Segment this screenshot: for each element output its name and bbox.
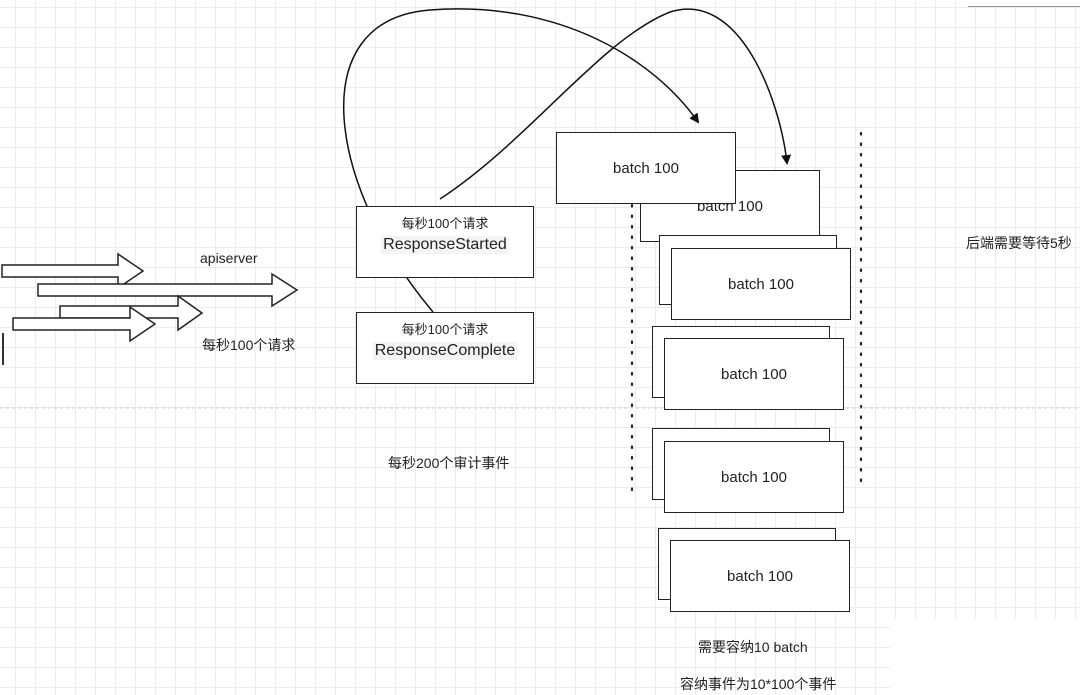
request-arrows <box>1 252 299 343</box>
top-right-edge <box>968 0 1080 7</box>
batch-box: batch 100 <box>670 540 850 612</box>
stage-response-complete: 每秒100个请求 ResponseComplete <box>356 312 534 384</box>
request-arrow <box>1 252 145 290</box>
curve-arrow-complete <box>342 8 700 313</box>
capacity-events-label: 容纳事件为10*100个事件 <box>680 676 837 692</box>
capacity-batch-label: 需要容纳10 batch <box>698 639 808 655</box>
stage-name: ResponseStarted <box>381 236 509 254</box>
apiserver-label: apiserver <box>200 250 258 266</box>
stage-response-started: 每秒100个请求 ResponseStarted <box>356 206 534 278</box>
request-arrow <box>37 272 299 308</box>
stage-rate-label: 每秒100个请求 <box>401 322 489 337</box>
cursor-mark <box>2 333 4 365</box>
stage-rate-label: 每秒100个请求 <box>401 216 489 231</box>
stage-name: ResponseComplete <box>372 342 518 360</box>
batch-box: batch 100 <box>664 338 844 410</box>
batch-box: batch 100 <box>671 248 851 320</box>
audit-rate-label: 每秒200个审计事件 <box>388 455 510 471</box>
curve-arrow-started <box>439 8 792 200</box>
backend-wait-label: 后端需要等待5秒 <box>966 235 1072 251</box>
batch-box: batch 100 <box>664 441 844 513</box>
batch-box: batch 100 <box>556 132 736 204</box>
blank-corner <box>890 618 1080 695</box>
request-arrow <box>12 305 157 343</box>
request-rate-label: 每秒100个请求 <box>202 337 296 353</box>
